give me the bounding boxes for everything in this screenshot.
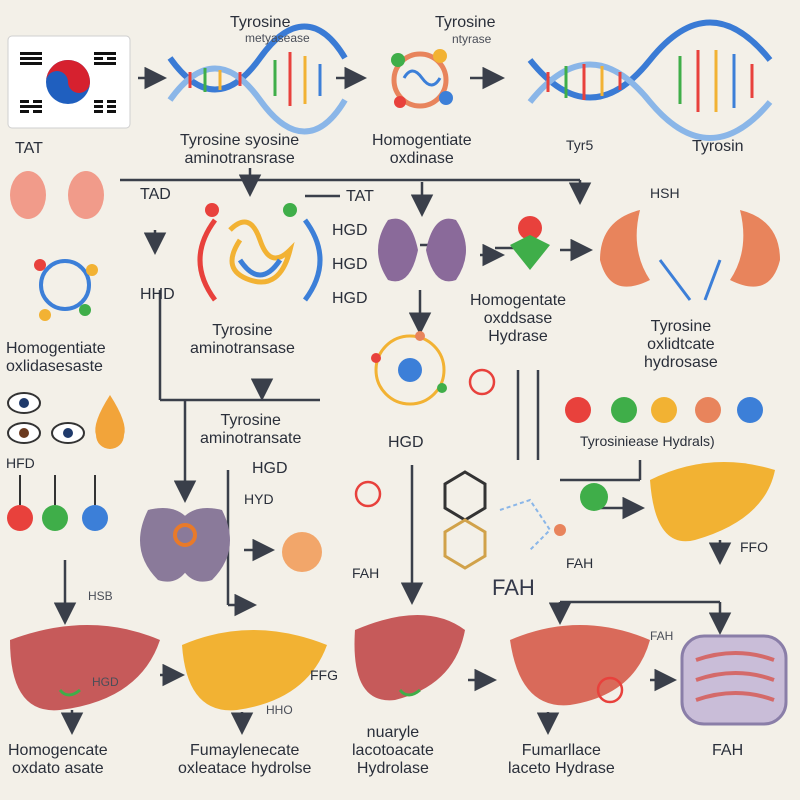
- hgd-label: HGD: [252, 460, 288, 477]
- hgd-label: HGD: [332, 290, 368, 307]
- flag-label: TAT: [15, 140, 43, 157]
- kidney-pair-icon: [600, 210, 780, 301]
- dna-helix-icon: [527, 19, 773, 141]
- eye-icons: [7, 392, 85, 444]
- hgd-label: HGD: [332, 256, 368, 273]
- liver-icon: [650, 462, 775, 542]
- enzyme-label: Fumarllace laceto Hydrase: [508, 742, 615, 777]
- tyrosine-label: Tyrosine: [435, 14, 496, 31]
- dna-helix-icon: [167, 23, 348, 135]
- molecule-ring-icon: [34, 259, 98, 321]
- green-circle-icon: [580, 483, 608, 511]
- enzyme-label: Fumaylenecate oxleatace hydrolse: [178, 742, 312, 777]
- enzyme-sub-label: metyasease: [245, 31, 310, 45]
- enzyme-label: Tyrosine aminotransase: [190, 322, 295, 357]
- hsb-label: HSB: [88, 589, 113, 603]
- colored-dots-row-icon: [565, 397, 763, 423]
- enzyme-sub-label: ntyrase: [452, 32, 492, 46]
- fah-label: FAH: [650, 629, 674, 643]
- hhd-label: HHD: [140, 286, 175, 303]
- red-circle-icon: [468, 368, 496, 396]
- fah-label: FAH: [712, 742, 744, 759]
- liver-icon: [510, 625, 650, 706]
- red-circle-icon: [354, 480, 382, 508]
- gene-label: Tyr5: [566, 137, 594, 153]
- enzyme-label: Homogentate oxddsase Hydrase: [470, 292, 567, 345]
- fah-label: FAH: [352, 565, 380, 581]
- gene-label: Tyrosin: [692, 138, 744, 155]
- liver-icon: [10, 625, 160, 711]
- colored-dots-icon: [7, 475, 108, 531]
- liver-icon: [354, 615, 465, 701]
- enzyme-label: Tyrosine aminotransate: [200, 412, 302, 447]
- tad-label: TAD: [140, 186, 171, 203]
- enzyme-label: Tyrosiniease Hydrals): [580, 433, 715, 449]
- benzene-ring-icon: [443, 470, 566, 570]
- enzyme-label: Tyrosine syosine aminotransrase: [180, 132, 300, 167]
- hyd-label: HYD: [244, 491, 274, 507]
- protein-coil-icon: [197, 203, 323, 302]
- molecule-icon: [510, 216, 550, 270]
- kidney-icon: [378, 218, 466, 282]
- intestine-icon: [680, 634, 788, 726]
- enzyme-label: nuaryle lacotoacate Hydrolase: [352, 724, 434, 777]
- tyrosine-label: Tyrosine: [230, 14, 291, 31]
- red-circle-icon: [596, 676, 624, 704]
- hgd-label: HGD: [388, 434, 424, 451]
- korean-flag-icon: [7, 35, 131, 129]
- atom-icon: [371, 331, 447, 406]
- thyroid-icon: [140, 508, 230, 582]
- hgd-label: HGD: [332, 222, 368, 239]
- hsh-label: HSH: [650, 185, 680, 201]
- liver-icon: [182, 630, 327, 711]
- ffo-label: FFO: [740, 539, 768, 555]
- enzyme-label: Homogencate oxdato asate: [8, 742, 108, 777]
- enzyme-label: Homogentiate oxlidasesaste: [6, 340, 106, 375]
- enzyme-sphere-icon: [282, 532, 322, 572]
- hgd-label: HGD: [92, 675, 119, 689]
- molecule-ring-icon: [391, 49, 453, 109]
- ffg-label: FFG: [310, 667, 338, 683]
- drop-icon: [95, 395, 125, 449]
- fah-label: FAH: [566, 555, 594, 571]
- fah-label: FAH: [492, 575, 535, 600]
- hho-label: HHO: [266, 703, 293, 717]
- kidney-pair-icon: [10, 171, 104, 219]
- enzyme-label: Homogentiate oxdinase: [372, 132, 472, 167]
- hfd-label: HFD: [6, 455, 35, 471]
- tat-label: TAT: [346, 188, 374, 205]
- enzyme-label: Tyrosine oxlidtcate hydrosase: [644, 318, 718, 371]
